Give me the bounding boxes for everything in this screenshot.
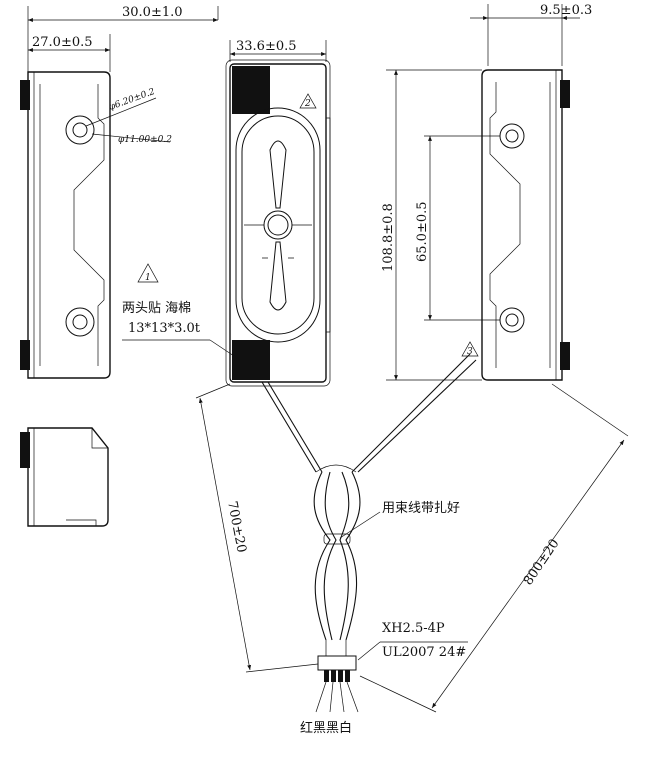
svg-text:33.6±0.5: 33.6±0.5 bbox=[236, 39, 297, 54]
note1-marker: 1 bbox=[145, 273, 151, 283]
dim-lead-700: 700±20 bbox=[195, 383, 319, 673]
note-1: 1 两头贴 海棉 13*13*3.0t bbox=[122, 263, 241, 361]
svg-text:30.0±1.0: 30.0±1.0 bbox=[122, 5, 183, 20]
dim-length-total: 108.8±0.8 bbox=[381, 69, 482, 381]
hole-large-label: φ11.00±0.2 bbox=[118, 135, 172, 145]
dim-lead-800: 800±20 bbox=[359, 383, 629, 713]
front-view: 2 bbox=[225, 59, 331, 387]
wire-harness: 用束线带扎好 XH2.5-4P UL2007 24# 红黑黑白 bbox=[261, 353, 477, 736]
svg-text:108.8±0.8: 108.8±0.8 bbox=[381, 203, 396, 272]
note2-marker: 2 bbox=[304, 99, 311, 109]
dim-width-body: 27.0±0.5 bbox=[28, 34, 111, 72]
svg-text:700±20: 700±20 bbox=[224, 500, 249, 554]
dim-width-front: 33.6±0.5 bbox=[229, 39, 327, 62]
svg-text:800±20: 800±20 bbox=[521, 537, 563, 589]
svg-text:65.0±0.5: 65.0±0.5 bbox=[415, 201, 430, 262]
wire-spec: UL2007 24# bbox=[382, 645, 466, 660]
svg-text:两头贴 海棉: 两头贴 海棉 bbox=[122, 301, 191, 316]
side-view-right: 3 bbox=[461, 69, 570, 381]
dim-depth-right: 9.5±0.3 bbox=[470, 3, 592, 66]
wire-colors: 红黑黑白 bbox=[300, 720, 352, 736]
connector-model: XH2.5-4P bbox=[382, 621, 445, 636]
svg-text:27.0±0.5: 27.0±0.5 bbox=[32, 35, 93, 50]
note3-marker: 3 bbox=[467, 347, 473, 357]
svg-text:9.5±0.3: 9.5±0.3 bbox=[540, 3, 592, 18]
svg-text:13*13*3.0t: 13*13*3.0t bbox=[128, 321, 201, 336]
hole-small-label: φ6.20±0.2 bbox=[108, 87, 157, 113]
cable-tie-note: 用束线带扎好 bbox=[382, 501, 460, 516]
end-view bbox=[20, 427, 109, 527]
dim-width-total: 30.0±1.0 bbox=[27, 5, 219, 72]
dim-hole-pitch: 65.0±0.5 bbox=[415, 135, 500, 321]
